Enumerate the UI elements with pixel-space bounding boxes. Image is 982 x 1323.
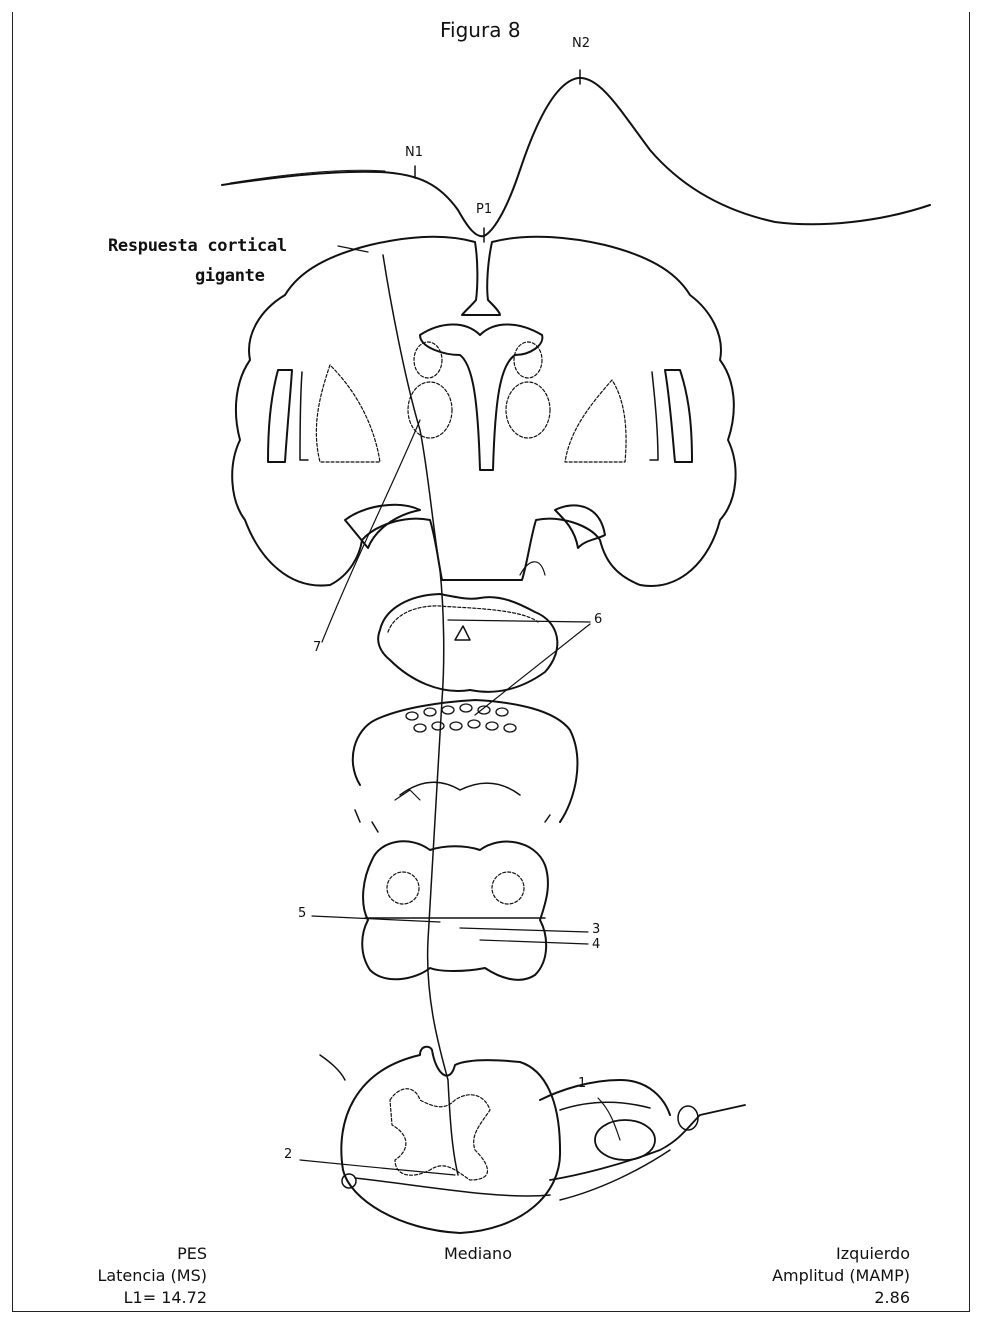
footer-right: Izquierdo Amplitud (MAMP) 2.86 [772, 1243, 910, 1309]
midbrain-section [378, 594, 557, 692]
marker-1: 1 [578, 1076, 586, 1091]
leader-line-5 [312, 916, 440, 922]
leader-line-1 [598, 1098, 620, 1140]
leader-line-6a [448, 620, 590, 622]
footer-test-name: PES [97, 1243, 207, 1265]
footer-latency-label: Latencia (MS) [97, 1265, 207, 1287]
marker-7: 7 [313, 640, 321, 655]
footer-side: Izquierdo [772, 1243, 910, 1265]
waveform-label-n2: N2 [572, 36, 590, 51]
footer-left: PES Latencia (MS) L1= 14.72 [97, 1243, 207, 1309]
marker-2: 2 [284, 1147, 292, 1162]
marker-4: 4 [592, 937, 600, 952]
leader-line-6b [475, 624, 590, 715]
medulla-section [362, 841, 548, 980]
marker-5: 5 [298, 906, 306, 921]
footer-amplitude-value: 2.86 [772, 1287, 910, 1309]
figure-title: Figura 8 [440, 18, 521, 42]
footer-latency-value: L1= 14.72 [97, 1287, 207, 1309]
pons-section [353, 700, 578, 832]
footer-nerve: Mediano [444, 1243, 512, 1265]
evoked-potential-waveform [222, 70, 930, 242]
brain-coronal-section [232, 237, 735, 586]
leader-line-3 [460, 928, 588, 932]
cortical-response-label: Respuesta cortical [108, 236, 287, 256]
spinal-cord-section [320, 1047, 745, 1233]
marker-6: 6 [594, 612, 602, 627]
leader-line-2 [300, 1160, 455, 1175]
somatosensory-pathway-line [383, 255, 458, 1175]
footer-amplitude-label: Amplitud (MAMP) [772, 1265, 910, 1287]
cortical-response-label-2: gigante [195, 266, 265, 286]
leader-line-4 [480, 940, 588, 944]
marker-3: 3 [592, 922, 600, 937]
waveform-label-n1: N1 [405, 145, 423, 160]
waveform-label-p1: P1 [476, 202, 492, 217]
